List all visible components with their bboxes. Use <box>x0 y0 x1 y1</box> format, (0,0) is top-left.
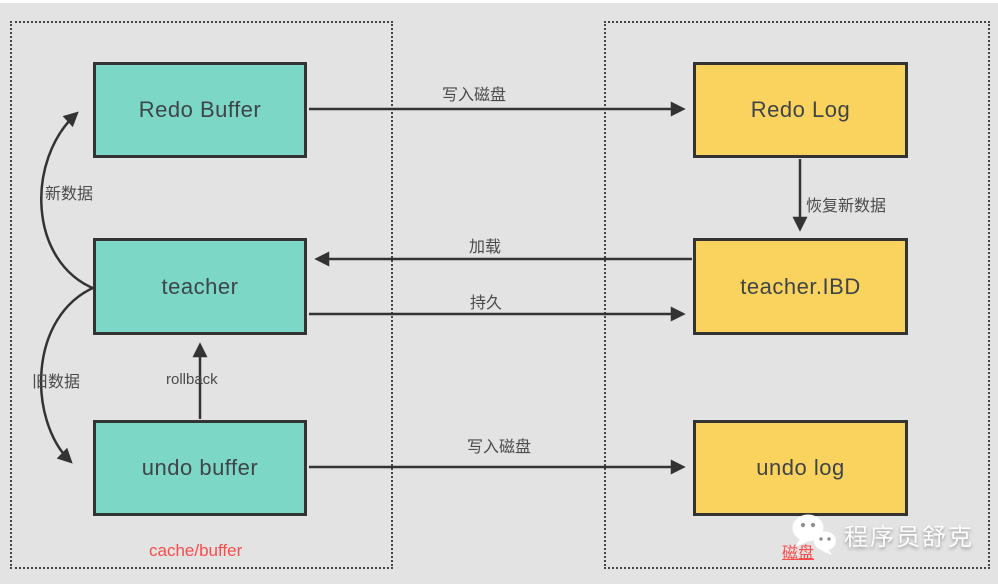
top-strip <box>0 0 998 3</box>
edge-label-persist: 持久 <box>470 295 503 312</box>
node-redo-log-label: Redo Log <box>750 97 851 122</box>
disk-region-label: 磁盘 <box>782 545 815 562</box>
node-undo-log-label: undo log <box>756 455 845 480</box>
node-undo-log: undo log <box>693 420 908 516</box>
watermark: 程序员舒克 <box>791 511 974 557</box>
cache-buffer-region-label: cache/buffer <box>149 541 243 560</box>
node-redo-buffer-label: Redo Buffer <box>138 97 262 122</box>
node-redo-log: Redo Log <box>693 62 908 158</box>
node-undo-buffer-label: undo buffer <box>141 455 259 480</box>
edge-label-old-data: 旧数据 <box>32 374 81 391</box>
edge-label-rollback: rollback <box>166 371 218 388</box>
edge-label-new-data: 新数据 <box>45 186 94 203</box>
node-teacher: teacher <box>93 238 307 335</box>
node-teacher-label: teacher <box>161 273 239 299</box>
edge-label-load: 加载 <box>469 239 502 256</box>
node-redo-buffer: Redo Buffer <box>93 62 307 158</box>
node-undo-buffer: undo buffer <box>93 420 307 516</box>
wechat-icon <box>792 514 836 555</box>
cache-buffer-region <box>10 21 393 569</box>
edge-label-write-disk-bottom: 写入磁盘 <box>467 439 532 456</box>
edge-label-write-disk-top: 写入磁盘 <box>442 87 507 104</box>
node-teacher-ibd: teacher.IBD <box>693 238 908 335</box>
watermark-text: 程序员舒克 <box>844 523 974 551</box>
node-teacher-ibd-label: teacher.IBD <box>740 273 861 299</box>
edge-label-restore-new-data: 恢复新数据 <box>806 198 887 215</box>
disk-region <box>604 21 990 569</box>
